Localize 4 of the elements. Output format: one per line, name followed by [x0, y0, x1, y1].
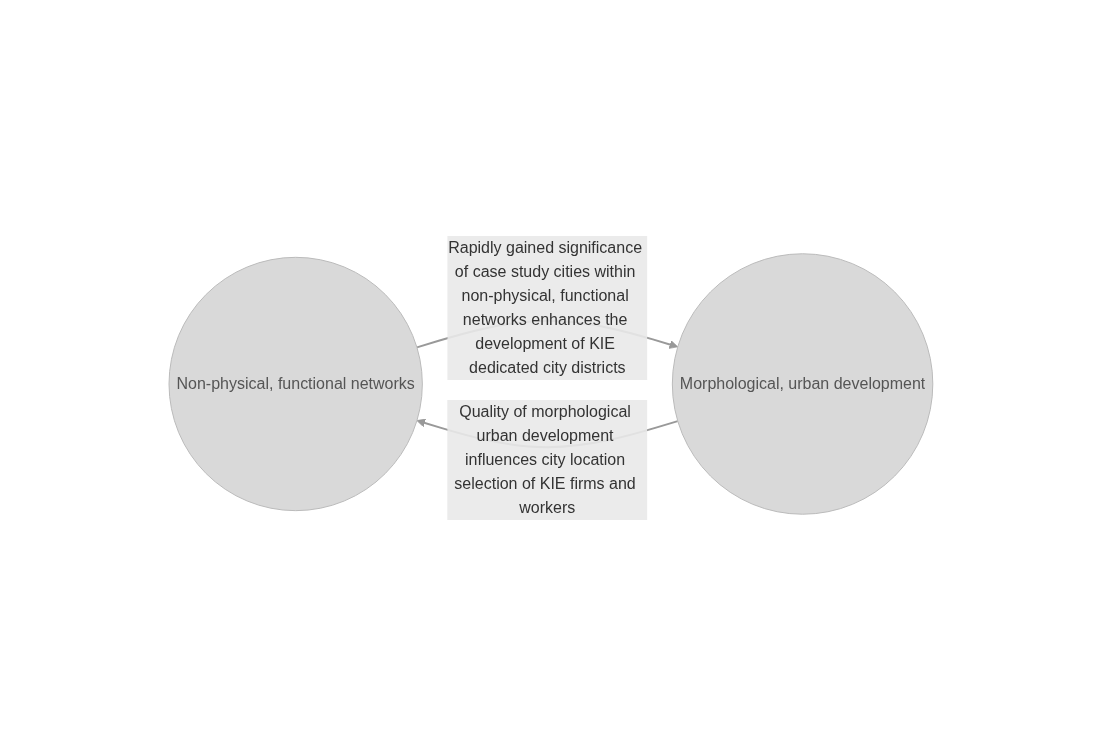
edge-label: Rapidly gained significance of case study cities within non-physical, functional networks enhances the development of KIE dedicated city districts	[447, 239, 642, 377]
node-circle: Morphological, urban development	[671, 253, 933, 515]
node-circle: Non-physical, functional networks	[168, 256, 423, 512]
edge-label: Quality of morphological urban development influences city location selection of KIE firms and workers	[453, 402, 636, 516]
